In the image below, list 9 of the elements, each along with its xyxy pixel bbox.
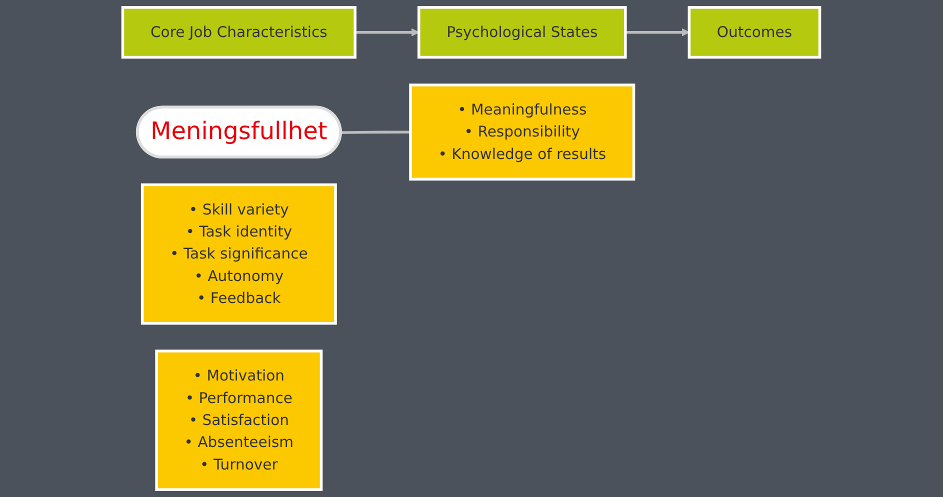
node-box: • Skill variety • Task identity • Task significance • Autonomy • Feedback: [141, 183, 338, 325]
arrow: [355, 28, 420, 36]
node-box: • Meaningfulness • Responsibility • Knowledge of results: [409, 84, 636, 181]
node-box: Psychological States: [418, 6, 628, 59]
arrow: [626, 28, 690, 36]
connector: [341, 130, 411, 134]
node-box: Core Job Characteristics: [122, 6, 357, 59]
node-box: • Motivation • Performance • Satisfaction • Absenteeism • Turnover: [155, 350, 323, 491]
node-box: Outcomes: [688, 6, 822, 59]
